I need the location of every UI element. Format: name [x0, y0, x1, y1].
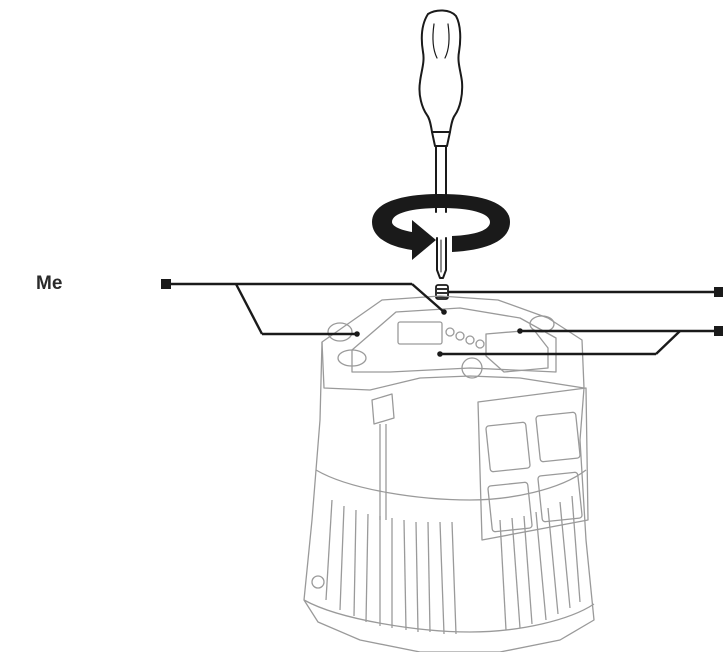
device-button-1 [445, 327, 455, 337]
leader-left-dot-upper [441, 309, 447, 315]
device-connector-panel [477, 387, 589, 541]
leader-right [437, 328, 716, 357]
connector-power-out [535, 411, 581, 463]
screwdriver-ferrule [431, 131, 451, 147]
leader-left-dot-lower [354, 331, 360, 337]
fixture-base-unit [303, 295, 595, 653]
rotate-clockwise-icon [372, 194, 510, 260]
connector-power-in [485, 421, 531, 473]
rotation-band-front-left [372, 220, 436, 260]
device-vent [311, 575, 325, 589]
leader-left-branch [234, 283, 264, 335]
screwdriver-tip [436, 237, 447, 279]
rotation-band-front-right [452, 222, 510, 252]
leader-left-marker [161, 279, 171, 289]
leader-right-diagonal [655, 330, 681, 355]
device-fins [325, 495, 581, 635]
screwdriver-icon [418, 9, 464, 279]
device-side-seam [379, 424, 387, 520]
rotation-band-back [372, 194, 510, 222]
leader-screw-marker [714, 287, 723, 297]
leader-right-dot-upper [517, 328, 523, 334]
device-skirt [303, 599, 595, 633]
device-cap-left [327, 322, 353, 342]
device-mount-left [337, 349, 367, 367]
device-waist [315, 469, 587, 501]
screwdriver-handle [418, 9, 464, 133]
connector-dmx-out [537, 471, 583, 523]
leader-right-dot-lower [437, 351, 443, 357]
callout-label-left: Me [36, 273, 63, 294]
device-hood [485, 329, 549, 373]
device-knob [461, 357, 483, 379]
device-latch [371, 393, 395, 425]
device-display [397, 321, 443, 345]
device-button-2 [455, 331, 465, 341]
device-button-4 [475, 339, 485, 349]
screwdriver-handle-ridge [432, 23, 450, 59]
device-button-3 [465, 335, 475, 345]
connector-dmx-in [487, 481, 533, 533]
leader-left-to-upper [411, 283, 445, 313]
leader-right-marker [714, 326, 723, 336]
leader-left [168, 282, 447, 337]
device-top-panel [351, 307, 557, 373]
